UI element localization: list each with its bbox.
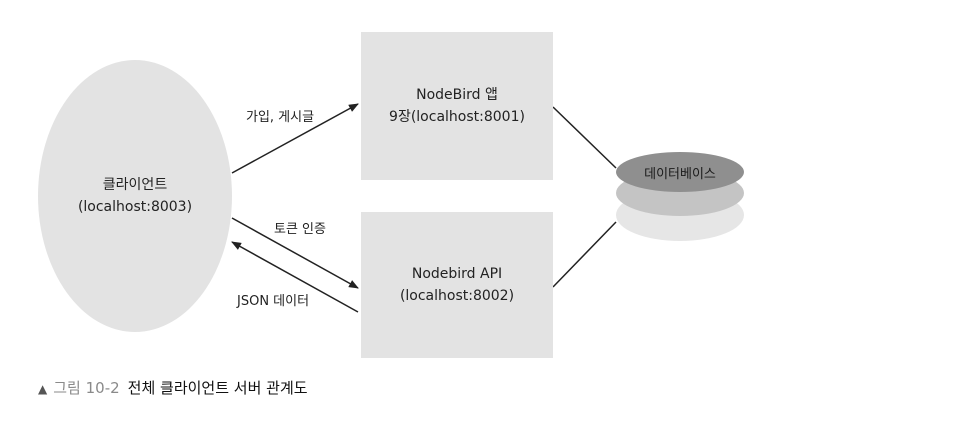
caption-marker: ▲ xyxy=(38,382,48,396)
edge-label-token: 토큰 인증 xyxy=(274,222,326,237)
edge-label-signup: 가입, 게시글 xyxy=(246,110,315,125)
client-title: 클라이언트 xyxy=(102,177,168,193)
nodebird-api-subtitle: (localhost:8002) xyxy=(399,288,515,304)
arrow-api-to-client xyxy=(231,241,359,313)
edge-label-json: JSON 데이터 xyxy=(237,294,310,309)
nodebird-app-title: NodeBird 앱 xyxy=(416,87,498,103)
link-app-to-database xyxy=(552,106,617,169)
client-node: 클라이언트 (localhost:8003) xyxy=(38,60,232,332)
nodebird-api-title: Nodebird API xyxy=(411,266,503,282)
link-api-to-database xyxy=(552,221,617,288)
database-label: 데이터베이스 xyxy=(644,166,716,182)
arrow-client-to-app xyxy=(231,103,359,174)
arrow-client-to-api xyxy=(231,217,359,289)
nodebird-app-subtitle: 9장(localhost:8001) xyxy=(389,109,525,125)
nodebird-api-node: Nodebird API (localhost:8002) xyxy=(361,212,553,358)
client-address: (localhost:8003) xyxy=(77,199,193,215)
figure-caption: ▲ 그림 10-2 전체 클라이언트 서버 관계도 xyxy=(38,377,308,398)
database-disk-top xyxy=(616,152,744,192)
caption-number: 그림 10-2 xyxy=(53,379,120,397)
nodebird-app-node: NodeBird 앱 9장(localhost:8001) xyxy=(361,32,553,180)
caption-text: 전체 클라이언트 서버 관계도 xyxy=(127,379,308,397)
